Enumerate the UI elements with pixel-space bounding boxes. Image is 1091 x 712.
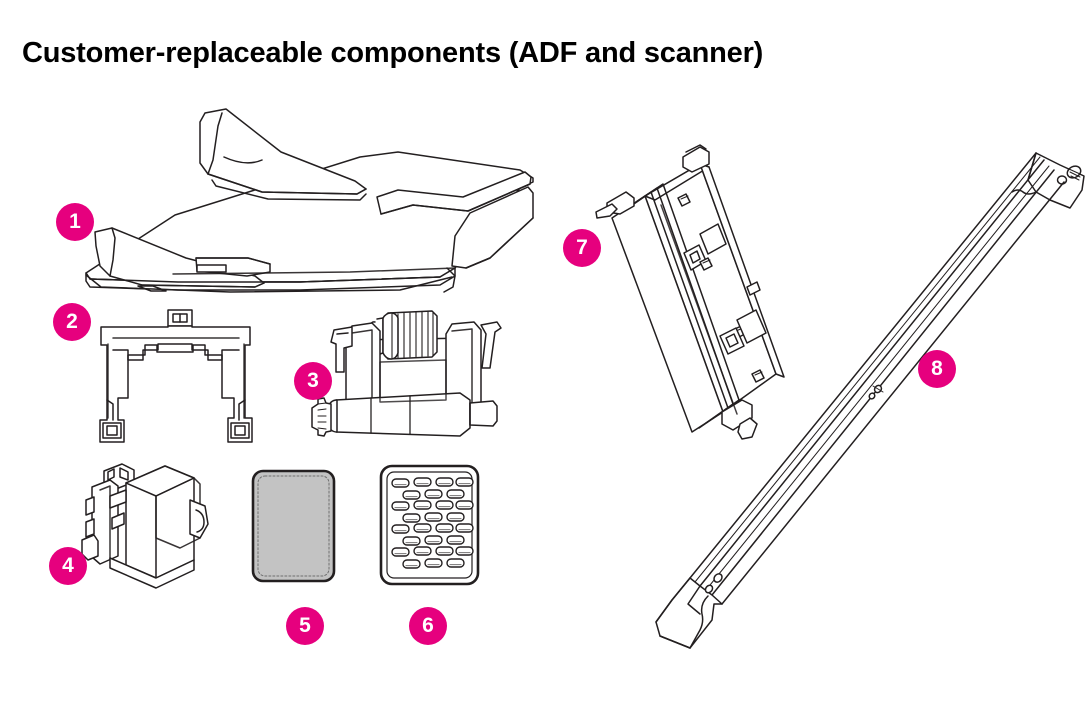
part-5-scanner-cleaning-cloth: [251, 469, 336, 583]
callout-number-3: 3: [307, 368, 319, 392]
part-6-textured-cleaning-pad: [379, 464, 480, 586]
callout-number-2: 2: [66, 309, 78, 333]
callout-number-1: 1: [69, 209, 81, 233]
callout-badge-6[interactable]: 6: [409, 607, 447, 645]
callout-badge-3[interactable]: 3: [294, 362, 332, 400]
callout-number-7: 7: [576, 235, 588, 259]
callout-number-4: 4: [62, 553, 74, 577]
part-3-adf-pickup-roller-assembly: [311, 310, 502, 437]
part-4-adf-separation-pad-module: [81, 463, 209, 589]
callout-badge-8[interactable]: 8: [918, 350, 956, 388]
callout-badge-7[interactable]: 7: [563, 229, 601, 267]
callout-badge-1[interactable]: 1: [56, 203, 94, 241]
part-2-adf-cover-bracket: [99, 309, 253, 443]
callout-number-6: 6: [422, 613, 434, 637]
part-1-adf-input-tray: [85, 108, 534, 293]
callout-badge-4[interactable]: 4: [49, 547, 87, 585]
callout-badge-2[interactable]: 2: [53, 303, 91, 341]
page-title: Customer-replaceable components (ADF and…: [22, 37, 764, 69]
callout-number-8: 8: [931, 356, 943, 380]
part-8-scanner-glass-guide-rail: [655, 152, 1085, 649]
callout-number-5: 5: [299, 613, 311, 637]
callout-badge-5[interactable]: 5: [286, 607, 324, 645]
part-7-adf-backing-assembly: [595, 144, 785, 440]
